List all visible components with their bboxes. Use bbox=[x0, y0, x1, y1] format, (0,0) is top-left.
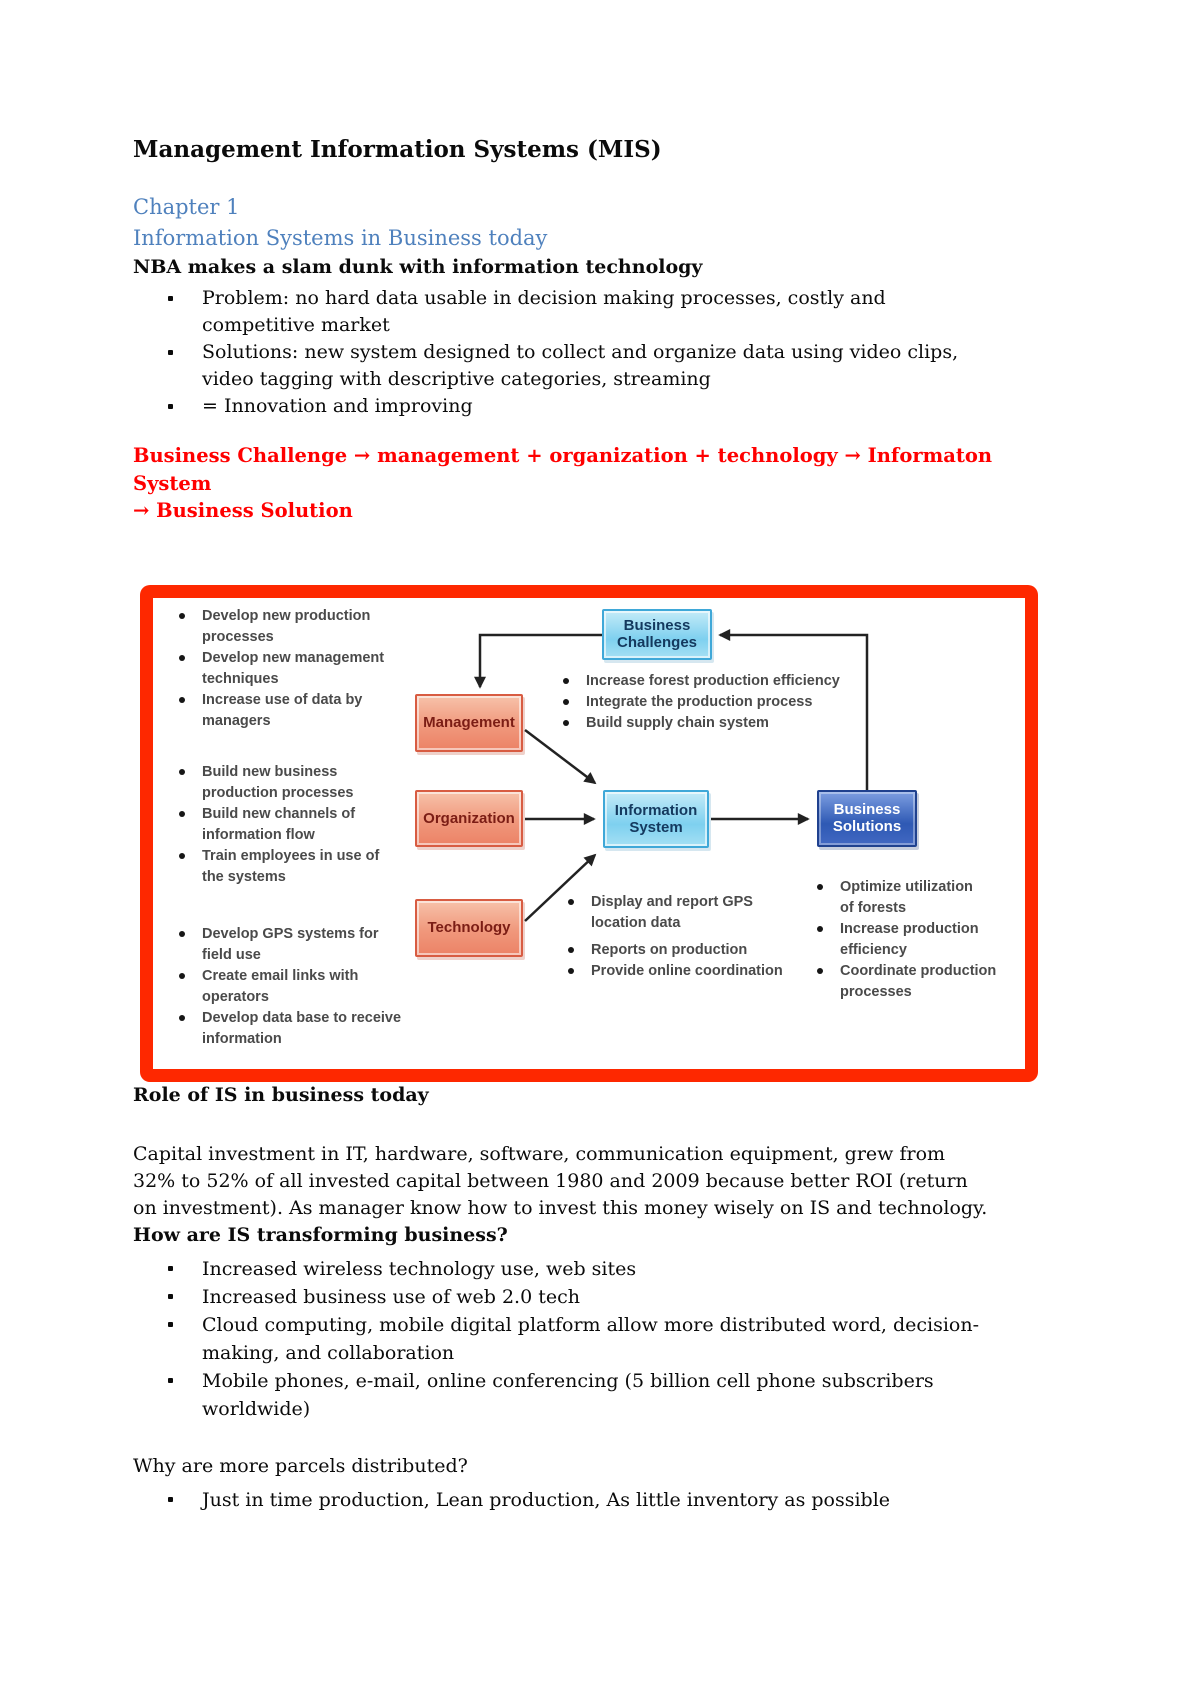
solutions-bullet-list: Optimize utilization of forests Increase… bbox=[817, 877, 1002, 1003]
management-box: Management bbox=[415, 693, 523, 752]
bullet-dot bbox=[563, 677, 569, 684]
role-paragraph: Capital investment in IT, hardware, soft… bbox=[133, 1142, 988, 1219]
challenge-flow-text: Business Challenge → management + organi… bbox=[133, 444, 993, 522]
figure-bullet-item: Integrate the production process bbox=[563, 692, 893, 713]
bullet-dot bbox=[179, 930, 185, 937]
bullet-dot bbox=[168, 1265, 173, 1271]
bullet-dot bbox=[179, 768, 185, 775]
bullet-item: Just in time production, Lean production… bbox=[133, 1486, 1063, 1514]
section-heading-parcels: Why are more parcels distributed? bbox=[133, 1454, 468, 1477]
technology-box: Technology bbox=[415, 898, 523, 957]
figure-bullet-item: Build new channels of information flow bbox=[179, 804, 419, 846]
bullet-dot bbox=[168, 350, 173, 355]
figure-left-column: Develop new production processes Develop… bbox=[179, 606, 419, 1050]
bullet-dot bbox=[168, 1293, 173, 1299]
figure-bullet-item: Increase forest production efficiency bbox=[563, 671, 893, 692]
bullet-dot bbox=[563, 719, 569, 726]
bullet-item: Increased business use of web 2.0 tech bbox=[133, 1283, 1063, 1311]
figure-bullet-item: Develop GPS systems for field use bbox=[179, 924, 419, 966]
technology-bullet-group: Develop GPS systems for field use Create… bbox=[179, 924, 419, 1050]
chapter-label: Chapter 1 bbox=[133, 195, 240, 219]
bullet-item: Mobile phones, e-mail, online conferenci… bbox=[133, 1367, 1063, 1423]
business-challenges-box: Business Challenges bbox=[602, 608, 712, 660]
bullet-dot bbox=[179, 972, 185, 979]
figure-bullet-item: Build new business production processes bbox=[179, 762, 419, 804]
bullet-dot bbox=[179, 654, 185, 661]
figure-bullet-item: Optimize utilization of forests bbox=[817, 877, 1002, 919]
bullet-dot bbox=[168, 1377, 173, 1383]
bullet-dot bbox=[179, 852, 185, 859]
bullet-dot bbox=[817, 967, 823, 974]
bullet-dot bbox=[179, 1014, 185, 1021]
figure-bullet-item: Build supply chain system bbox=[563, 713, 893, 734]
chapter-heading: Chapter 1 Information Systems in Busines… bbox=[133, 192, 1063, 254]
nba-bullet-list: Problem: no hard data usable in decision… bbox=[133, 285, 1063, 420]
information-system-box: Information System bbox=[603, 789, 709, 848]
bullet-item: Problem: no hard data usable in decision… bbox=[133, 285, 1063, 339]
bullet-dot bbox=[179, 696, 185, 703]
organization-bullet-group: Build new business production processes … bbox=[179, 762, 419, 888]
bullet-dot bbox=[168, 296, 173, 301]
figure-business-problem-diagram: Develop new production processes Develop… bbox=[140, 584, 1038, 1082]
section-heading-role: Role of IS in business today bbox=[133, 1083, 429, 1106]
bullet-dot bbox=[168, 1496, 173, 1502]
figure-bullet-item: Develop new production processes bbox=[179, 606, 419, 648]
bullet-dot bbox=[817, 883, 823, 890]
transforming-bullet-list: Increased wireless technology use, web s… bbox=[133, 1255, 1063, 1423]
figure-bullet-item: Develop data base to receive information bbox=[179, 1008, 419, 1050]
chapter-subtitle: Information Systems in Business today bbox=[133, 226, 548, 250]
bullet-dot bbox=[817, 925, 823, 932]
figure-bullet-item: Increase use of data by managers bbox=[179, 690, 419, 732]
bullet-dot bbox=[568, 967, 574, 974]
bullet-dot bbox=[563, 698, 569, 705]
bullet-item: Cloud computing, mobile digital platform… bbox=[133, 1311, 1063, 1367]
parcels-bullet-list: Just in time production, Lean production… bbox=[133, 1486, 1063, 1514]
bullet-item: = Innovation and improving bbox=[133, 393, 1063, 420]
bullet-item: Solutions: new system designed to collec… bbox=[133, 339, 1063, 393]
organization-box: Organization bbox=[415, 789, 523, 847]
figure-bullet-item: Train employees in use of the systems bbox=[179, 846, 419, 888]
section-heading-nba: NBA makes a slam dunk with information t… bbox=[133, 256, 703, 278]
figure-bullet-item: Develop new management techniques bbox=[179, 648, 419, 690]
section-heading-transforming: How are IS transforming business? bbox=[133, 1223, 508, 1246]
figure-bullet-item: Provide online coordination bbox=[568, 961, 798, 982]
bullet-dot bbox=[168, 1321, 173, 1327]
challenges-bullet-list: Increase forest production efficiency In… bbox=[563, 671, 893, 734]
business-solutions-box: Business Solutions bbox=[817, 789, 917, 847]
management-bullet-group: Develop new production processes Develop… bbox=[179, 606, 419, 732]
bullet-dot bbox=[568, 946, 574, 953]
bullet-item: Increased wireless technology use, web s… bbox=[133, 1255, 1063, 1283]
doc-title: Management Information Systems (MIS) bbox=[133, 136, 662, 163]
bullet-dot bbox=[179, 612, 185, 619]
figure-bullet-item: Coordinate production processes bbox=[817, 961, 1002, 1003]
figure-bullet-item: Reports on production bbox=[568, 940, 798, 961]
bullet-dot bbox=[179, 810, 185, 817]
arrow-management-to-is bbox=[524, 728, 597, 784]
bullet-dot bbox=[168, 404, 173, 409]
figure-bullet-item: Display and report GPS location data bbox=[568, 892, 798, 934]
bullet-dot bbox=[568, 898, 574, 905]
information-system-bullet-list: Display and report GPS location data Rep… bbox=[568, 892, 798, 982]
figure-bullet-item: Increase production efficiency bbox=[817, 919, 1002, 961]
figure-bullet-item: Create email links with operators bbox=[179, 966, 419, 1008]
